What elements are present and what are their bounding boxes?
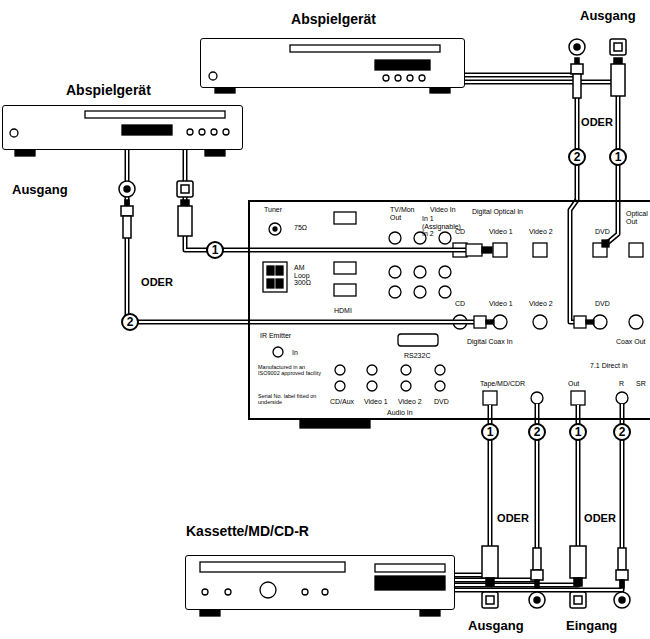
panel-label: Digital Coax In <box>467 338 513 346</box>
jack-label: Eingang <box>566 618 617 633</box>
panel-label: In <box>292 349 298 357</box>
panel-label: Tuner <box>264 206 282 214</box>
device-box: Abspielgerät <box>2 105 243 150</box>
device-heading: Abspielgerät <box>66 83 151 98</box>
panel-label: IR Emitter <box>260 332 291 340</box>
panel-label: CD <box>455 300 465 308</box>
alternative-label: ODER <box>581 116 613 128</box>
panel-label: 7.1 Direct In <box>590 362 628 370</box>
callout-number: 1 <box>569 423 587 441</box>
cable <box>465 75 577 200</box>
panel-label: Digital Optical In <box>472 208 523 216</box>
panel-label: Serial No. label fitted on underside <box>258 393 324 405</box>
receiver-panel: Tuner 75Ω AM Loop 300Ω IR EmitterInManufact… <box>248 200 650 420</box>
panel-label: Video 1 <box>489 228 513 236</box>
panel-label: DVD <box>434 398 449 406</box>
device-heading: Kassette/MD/CD-R <box>186 524 309 539</box>
panel-label: RS232C <box>404 352 430 360</box>
callout-number: 2 <box>121 313 139 331</box>
panel-label: Audio In <box>387 409 413 417</box>
callout-number: 1 <box>481 423 499 441</box>
cable <box>455 420 622 590</box>
plug <box>466 240 609 328</box>
cable <box>127 150 248 322</box>
panel-label: SR <box>636 380 646 388</box>
callout-number: 1 <box>206 241 224 259</box>
panel-label: 75Ω <box>294 224 307 232</box>
cable-inside-core <box>248 200 622 420</box>
callout-number: 2 <box>528 423 546 441</box>
callout-number: 2 <box>613 423 631 441</box>
panel-label: CD <box>455 228 465 236</box>
jack-label: Ausgang <box>580 8 636 23</box>
panel-label: DVD <box>595 300 610 308</box>
panel-label: Tape/MD/CDR <box>480 380 525 388</box>
panel-label: DVD <box>595 228 610 236</box>
alternative-label: ODER <box>497 512 529 524</box>
cable <box>455 420 578 585</box>
cable <box>185 150 248 250</box>
panel-label: Video In <box>430 206 456 214</box>
panel-label: AM Loop 300Ω <box>294 264 322 287</box>
cable <box>465 82 618 200</box>
jack-label: Ausgang <box>468 618 524 633</box>
panel-label: TV/Mon Out <box>390 206 422 221</box>
panel-label: HDMI <box>334 307 352 315</box>
cable-inside <box>248 200 622 420</box>
jack-label: Ausgang <box>12 182 68 197</box>
panel-label: Coax Out <box>616 338 646 346</box>
panel-label: Video 2 <box>529 228 553 236</box>
device-detail <box>10 45 450 616</box>
panel-label: Video 1 <box>489 300 513 308</box>
output-jacks <box>119 39 630 608</box>
device-heading: Abspielgerät <box>201 12 466 27</box>
alternative-label: ODER <box>141 276 173 288</box>
device-box: Abspielgerät <box>200 38 465 88</box>
panel-label: Video 2 <box>529 300 553 308</box>
panel-label: Optical Out <box>626 210 650 225</box>
callout-number: 1 <box>609 148 627 166</box>
device-box: Kassette/MD/CD-R <box>185 555 455 610</box>
alternative-label: ODER <box>584 512 616 524</box>
panel-label: R <box>619 380 624 388</box>
cable <box>455 420 537 580</box>
callout-number: 2 <box>568 148 586 166</box>
panel-label: CD/Aux <box>330 398 354 406</box>
panel-label: Video 2 <box>398 398 422 406</box>
receiver-jacks <box>263 212 643 405</box>
panel-label: Manufactured in an ISO9002 approved faci… <box>258 364 324 376</box>
panel-label: Out <box>568 380 579 388</box>
panel-label: Video 1 <box>364 398 388 406</box>
